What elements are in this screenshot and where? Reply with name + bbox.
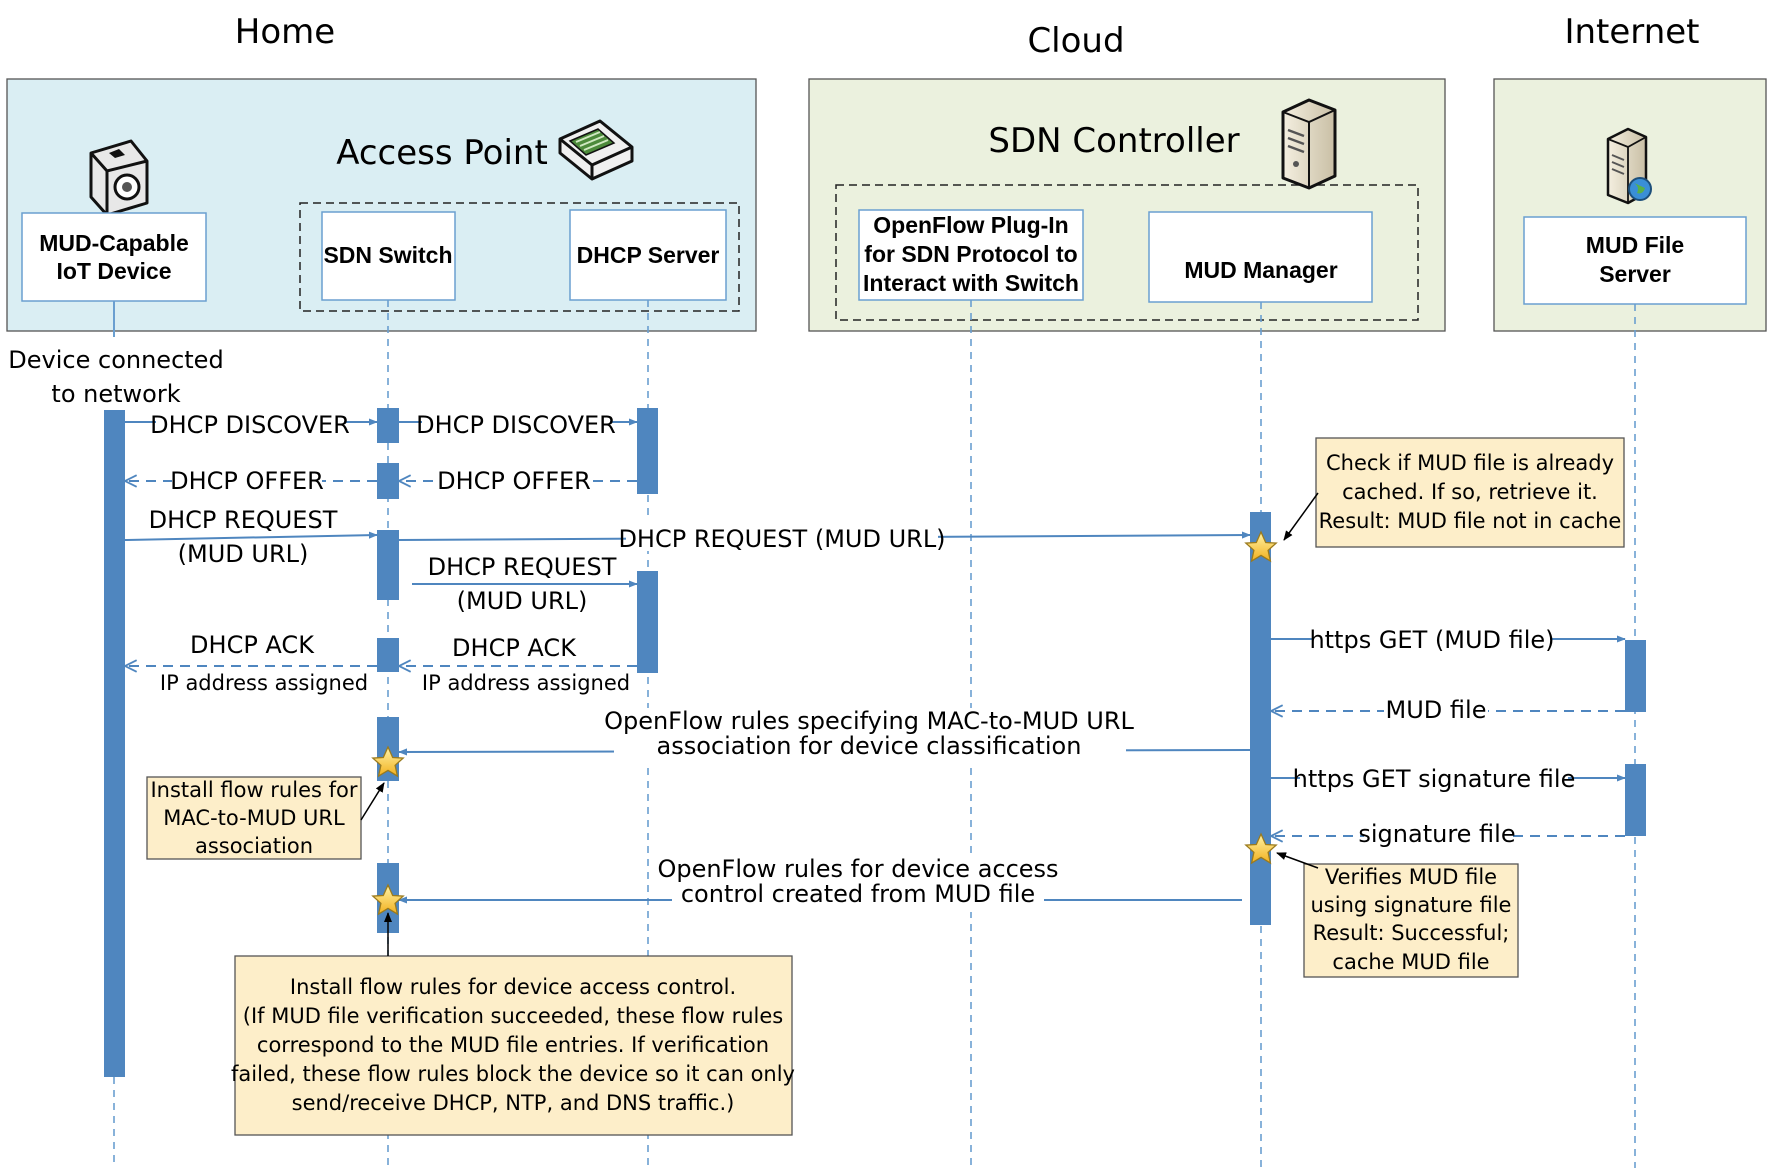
access-point-title: Access Point [336,133,548,173]
file-server-activation-2 [1625,764,1646,836]
note-verify-mud-line-4: cache MUD file [1332,950,1489,974]
note-install-mac-line-3: association [195,834,313,858]
note-install-access-line-2: (If MUD file verification succeeded, the… [243,1004,783,1028]
sdn-switch-label: SDN Switch [323,242,452,268]
file-server-activation-1 [1625,640,1646,712]
sdn-controller-title: SDN Controller [988,121,1239,161]
openflow-classification-label-1: OpenFlow rules specifying MAC-to-MUD URL [604,707,1134,735]
note-install-access: Install flow rules for device access con… [231,955,795,1136]
router-icon [558,119,634,181]
openflow-access-label-1: OpenFlow rules for device access [657,855,1058,883]
star-icon [371,745,405,778]
note-verify-mud-line-1: Verifies MUD file [1325,865,1497,889]
server-icon [1281,98,1337,190]
dhcp-ack-1-label: DHCP ACK [190,631,315,659]
note-install-mac-pointer [360,782,385,821]
participant-iot-device: MUD-Capable IoT Device [21,212,207,302]
dhcp-request-2-label-2: (MUD URL) [457,587,588,615]
mud-file-server-label-2: Server [1599,261,1671,287]
camera-icon [89,139,149,217]
participant-mud-file-server: MUD File Server [1523,216,1747,305]
iot-device-activation [104,410,125,1077]
https-get-mud-label: https GET (MUD file) [1309,626,1554,654]
note-install-access-line-5: send/receive DHCP, NTP, and DNS traffic.… [292,1091,735,1115]
note-cache-check-line-1: Check if MUD file is already [1326,451,1614,475]
switch-activation-offer [377,463,399,499]
web-server-icon [1606,127,1652,205]
participant-dhcp-server: DHCP Server [569,209,727,301]
openflow-plugin-label-2: for SDN Protocol to [864,241,1077,267]
mud-file-server-label-1: MUD File [1586,232,1684,258]
https-get-signature-label: https GET signature file [1293,765,1576,793]
note-install-access-line-4: failed, these flow rules block the devic… [231,1062,795,1086]
note-cache-check-line-2: cached. If so, retrieve it. [1342,480,1598,504]
region-home-title: Home [235,12,335,52]
participant-sdn-switch: SDN Switch [321,211,456,301]
openflow-plugin-label-3: Interact with Switch [863,270,1079,296]
star-icon [1244,832,1278,865]
switch-activation-request [377,530,399,600]
mud-manager-activation [1250,512,1271,925]
note-cache-check: Check if MUD file is already cached. If … [1315,437,1625,548]
dhcp-offer-1-label: DHCP OFFER [170,467,324,495]
access-point-group [299,202,740,312]
msg-dhcp-request-1 [124,531,378,541]
note-verify-mud-pointer [1276,852,1319,869]
signature-file-label: signature file [1358,820,1515,848]
dhcp-request-1-label-1: DHCP REQUEST [149,506,338,534]
note-cache-check-pointer [1283,492,1319,541]
dhcp-ack-1-sublabel: IP address assigned [160,671,368,695]
note-install-mac-line-1: Install flow rules for [150,778,357,802]
switch-activation-ack [377,638,399,672]
dhcp-request-1-label-2: (MUD URL) [178,540,309,568]
device-connected-label-1: Device connected [8,346,223,374]
region-internet-title: Internet [1564,12,1699,52]
note-install-mac-line-2: MAC-to-MUD URL [163,806,345,830]
mud-file-label: MUD file [1386,696,1487,724]
dhcp-server-label: DHCP Server [577,242,720,268]
iot-device-label-2: IoT Device [56,258,171,284]
note-verify-mud: Verifies MUD file using signature file R… [1303,863,1519,978]
note-cache-check-line-3: Result: MUD file not in cache [1319,509,1622,533]
mud-manager-label: MUD Manager [1184,257,1337,283]
openflow-access-label-2: control created from MUD file [681,880,1035,908]
device-connected-label-2: to network [51,380,180,408]
sdn-controller-group [835,184,1419,321]
dhcp-server-activation-2 [637,571,658,673]
star-icon [1244,530,1278,563]
participant-mud-manager: MUD Manager [1148,211,1373,303]
dhcp-discover-2-label: DHCP DISCOVER [416,411,616,439]
dhcp-ack-2-label: DHCP ACK [452,634,577,662]
note-verify-mud-line-3: Result: Successful; [1313,921,1510,945]
note-verify-mud-line-2: using signature file [1311,893,1512,917]
dhcp-offer-2-label: DHCP OFFER [437,467,591,495]
note-install-access-line-3: correspond to the MUD file entries. If v… [257,1033,769,1057]
region-cloud-title: Cloud [1027,21,1124,61]
note-install-mac: Install flow rules for MAC-to-MUD URL as… [146,776,362,860]
openflow-plugin-label-1: OpenFlow Plug-In [873,212,1068,238]
dhcp-request-mud-label: DHCP REQUEST (MUD URL) [618,525,945,553]
dhcp-discover-1-label: DHCP DISCOVER [150,411,350,439]
dhcp-ack-2-sublabel: IP address assigned [422,671,630,695]
switch-activation-discover [377,408,399,443]
note-install-access-line-1: Install flow rules for device access con… [290,975,736,999]
dhcp-server-activation-1 [637,408,658,494]
iot-device-label-1: MUD-Capable [39,230,189,256]
openflow-classification-label-2: association for device classification [657,732,1082,760]
star-icon [371,883,405,916]
participant-openflow-plugin: OpenFlow Plug-In for SDN Protocol to Int… [858,209,1084,301]
dhcp-request-2-label-1: DHCP REQUEST [428,553,617,581]
